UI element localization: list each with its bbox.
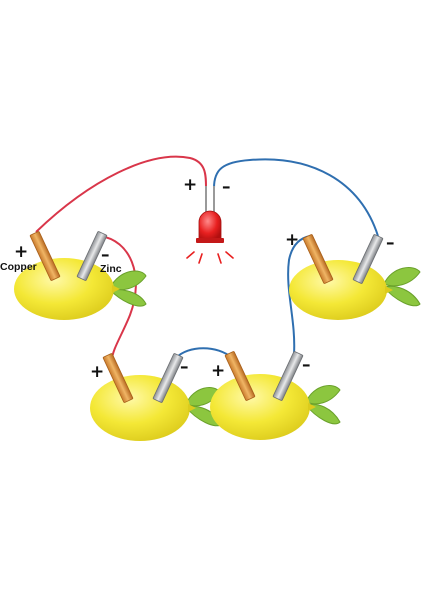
lemon1-plus-sign: + — [14, 242, 28, 262]
copper-electrode — [224, 351, 256, 401]
leaf-icon — [108, 270, 147, 307]
lemon-body — [289, 260, 387, 320]
lemon-3 — [210, 351, 341, 440]
zinc-electrode — [152, 353, 184, 403]
copper-electrode — [29, 231, 61, 281]
lemon2-plus-sign: + — [90, 362, 104, 382]
lemon3-plus-sign: + — [211, 361, 225, 381]
lemon3-minus-sign: – — [302, 355, 311, 375]
wire-zinc3-to-copper4 — [287, 235, 311, 355]
wire-led-to-zinc4 — [213, 158, 379, 237]
wires — [35, 155, 379, 361]
led-minus-sign: – — [222, 177, 231, 197]
lemon-body — [90, 375, 190, 441]
copper-electrode — [102, 353, 134, 403]
lemon4-minus-sign: – — [386, 233, 395, 253]
zinc-electrode — [272, 351, 304, 401]
zinc-label: Zinc — [100, 263, 122, 275]
copper-electrode — [302, 234, 334, 284]
signs: + – + – + – + – + – Copper Zinc — [0, 175, 395, 382]
copper-label: Copper — [0, 261, 37, 273]
led-rim — [196, 238, 224, 243]
wire-copper1-to-led — [35, 155, 207, 233]
lemon1-minus-sign: – — [101, 245, 110, 265]
leaf-icon — [383, 267, 421, 307]
lemon-4 — [289, 234, 421, 320]
lemon-body — [210, 374, 310, 440]
led-bulb — [198, 210, 222, 241]
light-rays — [186, 251, 234, 264]
led — [186, 186, 234, 264]
zinc-electrode — [76, 231, 108, 281]
wire-zinc1-to-copper2 — [99, 235, 137, 361]
led-plus-sign: + — [183, 175, 197, 195]
lemon-1 — [14, 231, 147, 320]
zinc-electrode — [352, 234, 384, 284]
leaf-icon — [305, 385, 341, 425]
lemon2-minus-sign: – — [180, 357, 189, 377]
lemon4-plus-sign: + — [285, 230, 299, 250]
lemon-2 — [90, 353, 223, 441]
